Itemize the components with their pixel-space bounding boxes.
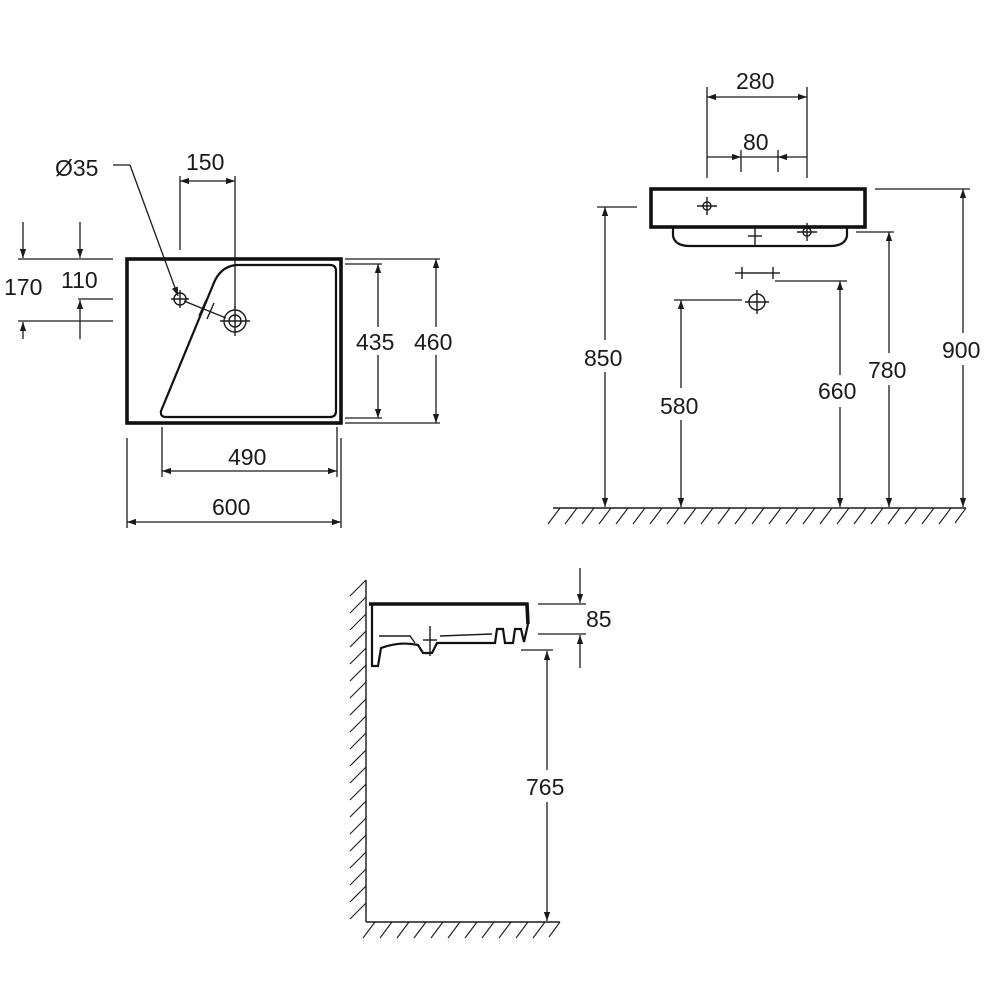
basin-bowl [370,604,530,668]
depth-inner-label: 110 [61,267,98,293]
bowl-width-label: 490 [228,444,266,470]
outlet-height-label: 580 [660,393,698,419]
top-height-label: 850 [584,345,622,371]
basin-front [649,187,867,229]
tap-hole-icon [697,197,717,215]
underside-height-label: 780 [868,357,906,383]
section-line [183,300,227,319]
wall-hatching [349,579,367,920]
tap-hole-icon [171,290,189,308]
basin-thickness-label: 85 [586,606,612,632]
bowl-depth-label: 435 [356,329,394,355]
overall-depth-label: 460 [414,329,452,355]
basin-profile [369,602,530,625]
overall-width-label: 600 [212,494,250,520]
outlet-spacing-label: 80 [743,129,769,155]
bowl-outline [159,263,338,419]
fixing-spacing-label: 280 [736,68,774,94]
basin-outline [125,257,343,425]
side-section: 85 765 [349,568,612,939]
underside-clearance-label: 765 [526,774,564,800]
overflow-hole-icon [797,223,817,241]
plan-view: Ø35 150 170 110 435 460 490 [4,149,452,528]
drain-hole-icon [220,306,250,336]
basin-underside [671,227,849,248]
floor-hatching [547,507,967,525]
fixing-point-icon [735,267,780,279]
floor-hatching [362,921,561,939]
tap-offset-label: 150 [186,149,224,175]
front-elevation: 280 80 850 580 660 [547,68,980,525]
depth-outer-label: 170 [4,274,42,300]
hole-diameter-label: Ø35 [55,155,98,181]
waste-outlet-icon [745,290,769,314]
tap-height-label: 900 [942,337,980,363]
fixing-height-label: 660 [818,378,856,404]
